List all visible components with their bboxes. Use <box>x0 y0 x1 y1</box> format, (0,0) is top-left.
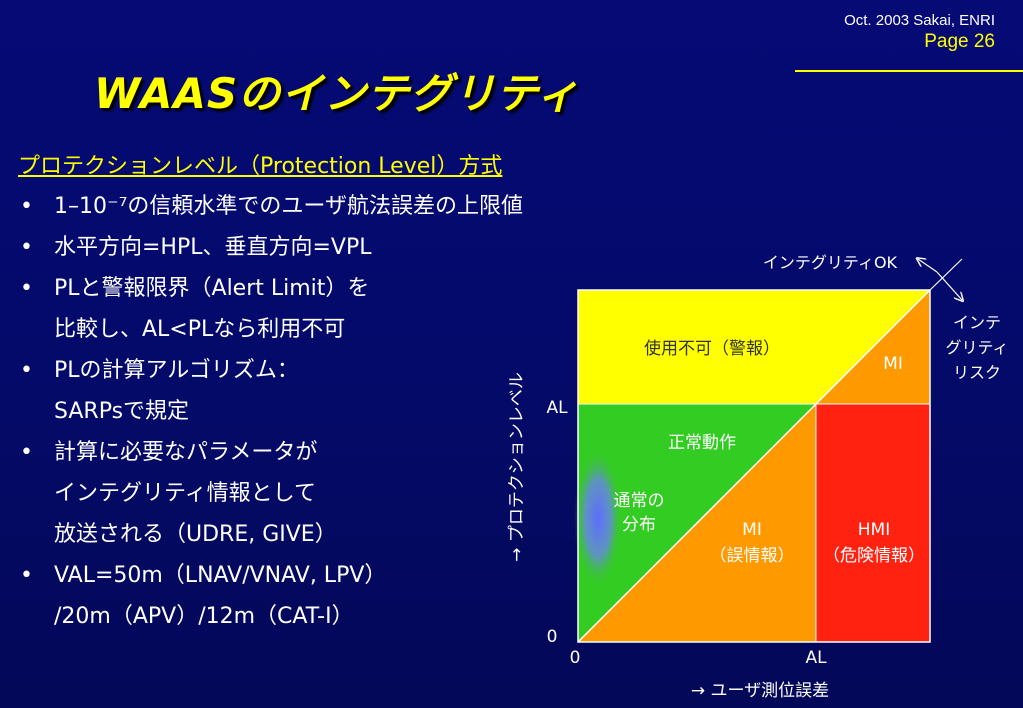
bullet-text: インテグリティ情報として <box>54 481 317 506</box>
bullet-dot: • <box>20 276 33 301</box>
y-tick-zero: 0 <box>547 627 558 647</box>
bullet-dot: • <box>20 440 33 465</box>
bullet-text: SARPsで規定 <box>54 399 190 424</box>
y-tick-al: AL <box>546 398 568 418</box>
x-tick-al: AL <box>805 648 827 668</box>
bullet-dot: • <box>20 235 33 260</box>
label-normal: 正常動作 <box>668 433 736 453</box>
bullet-text: 比較し、AL<PLなら利用不可 <box>54 317 346 342</box>
bullet-dot: • <box>20 358 33 383</box>
label-line: 通常の <box>614 491 665 511</box>
date-author: Oct. 2003 Sakai, ENRI <box>844 12 995 29</box>
region-hmi <box>816 404 930 642</box>
integrity-ok-label: インテグリティOK <box>763 253 898 272</box>
label-distribution: 通常の分布 <box>614 491 665 535</box>
normal-distribution-shape <box>574 448 622 588</box>
label-line: （誤情報） <box>710 546 795 566</box>
bullet-item: • 1–10⁻⁷の信頼水準でのユーザ航法誤差の上限値 <box>18 186 523 227</box>
bullet-text: /20m（APV）/12m（CAT-I） <box>54 604 354 629</box>
y-axis-label: → プロテクションレベル <box>507 372 527 562</box>
integrity-risk-arrow <box>936 271 962 300</box>
x-axis-label: → ユーザ測位誤差 <box>691 681 829 701</box>
bullet-text: 1–10⁻⁷の信頼水準でのユーザ航法誤差の上限値 <box>54 194 523 219</box>
header-rule <box>795 70 1023 72</box>
label-line: HMI <box>858 520 890 540</box>
bullet-text: 水平方向=HPL、垂直方向=VPL <box>54 235 372 260</box>
label-mi-lower: MI （誤情報） <box>710 520 795 566</box>
bullet-item: • PLの計算アルゴリズム： SARPsで規定 <box>18 350 523 432</box>
slide-title: WAASのインテグリティ <box>94 69 580 118</box>
bullet-text: PLと警報限界（Alert Limit）を <box>54 276 370 301</box>
bullet-item: • 水平方向=HPL、垂直方向=VPL <box>18 227 523 268</box>
integrity-risk-label: インテグリティリスク <box>945 313 1008 382</box>
bullet-dot: • <box>20 194 33 219</box>
bullet-list: • 1–10⁻⁷の信頼水準でのユーザ航法誤差の上限値 • 水平方向=HPL、垂直方向=… <box>18 186 523 637</box>
bullet-dot: • <box>20 563 33 588</box>
label-line: 分布 <box>622 515 656 535</box>
label-line: MI <box>742 520 762 540</box>
bullet-item: • 計算に必要なパラメータがインテグリティ情報として放送される（UDRE, GIV… <box>18 432 523 555</box>
diagram-border <box>577 289 931 643</box>
label-hmi: HMI （危険情報） <box>823 520 925 566</box>
bullet-text: 放送される（UDRE, GIVE） <box>54 522 337 547</box>
bullet-item: • VAL=50m（LNAV/VNAV, LPV） /20m（APV）/12m（CA… <box>18 555 523 637</box>
bullet-text: 計算に必要なパラメータが <box>54 440 318 465</box>
x-tick-zero: 0 <box>570 648 581 668</box>
section-heading: プロテクションレベル（Protection Level）方式 <box>18 154 503 179</box>
label-line: リスク <box>953 363 1001 382</box>
bullet-text: VAL=50m（LNAV/VNAV, LPV） <box>54 563 387 588</box>
label-line: （危険情報） <box>823 546 925 566</box>
label-unavailable: 使用不可（警報） <box>644 338 780 359</box>
diagonal-line <box>577 289 931 643</box>
bullet-text: PLの計算アルゴリズム： <box>54 358 299 383</box>
label-line: インテ <box>953 313 1001 332</box>
integrity-ok-arrow <box>918 259 938 273</box>
diagonal-extension <box>929 258 963 291</box>
slide-meta: Oct. 2003 Sakai, ENRI Page 26 <box>844 12 995 54</box>
page-number: Page 26 <box>924 31 995 52</box>
bullet-item: • PLと警報限界（Alert Limit）を比較し、AL<PLなら利用不可 <box>18 268 523 350</box>
label-mi-upper: MI <box>883 354 903 374</box>
label-line: グリティ <box>945 338 1008 357</box>
